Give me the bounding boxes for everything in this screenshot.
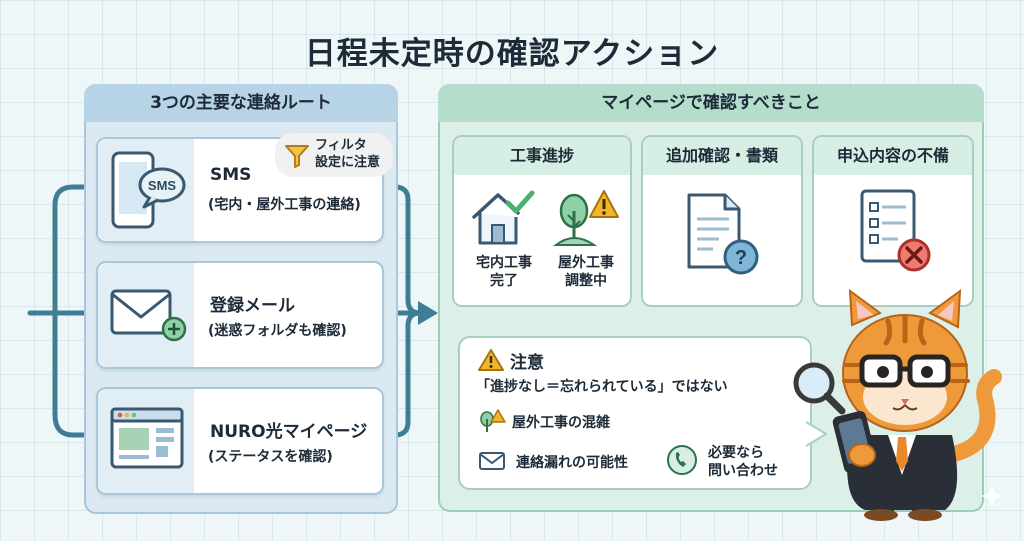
progress-card-heading: 工事進捗 bbox=[454, 137, 630, 175]
caution-note-card: 注意 「進捗なし＝忘れられている」ではない 屋外工事の混雑 連絡漏れの可能性 必… bbox=[458, 336, 812, 490]
route-card-email: 登録メール (迷惑フォルダも確認) bbox=[96, 261, 384, 369]
progress-outdoor-line2: 調整中 bbox=[565, 273, 607, 289]
route-mypage-label: NURO光マイページ bbox=[210, 422, 368, 442]
route-card-mypage: NURO光マイページ (ステータスを確認) bbox=[96, 387, 384, 495]
route-email-label: 登録メール bbox=[210, 296, 295, 316]
funnel-icon bbox=[285, 145, 309, 168]
note-pointer bbox=[806, 421, 827, 447]
cat-mascot-illustration bbox=[793, 288, 1003, 521]
envelope-icon bbox=[479, 452, 505, 470]
page-title: 日程未定時の確認アクション bbox=[304, 36, 720, 72]
filter-note-line2: 設定に注意 bbox=[315, 155, 381, 170]
mypage-check-heading: マイページで確認すべきこと bbox=[438, 84, 984, 122]
documents-card-heading: 追加確認・書類 bbox=[643, 137, 801, 175]
progress-indoor-line2: 完了 bbox=[490, 273, 518, 289]
caution-item-outdoor-congestion: 屋外工事の混雑 bbox=[512, 415, 610, 431]
caution-quote: 「進捗なし＝忘れられている」ではない bbox=[476, 379, 728, 395]
progress-card: 工事進捗 宅内工事 完了 屋外工事 調整中 bbox=[452, 135, 632, 307]
filter-note-bubble: フィルタ 設定に注意 bbox=[275, 133, 393, 177]
progress-indoor-line1: 宅内工事 bbox=[476, 255, 532, 271]
question-mark: ? bbox=[735, 247, 747, 269]
phone-icon bbox=[667, 445, 697, 475]
application-error-card-heading: 申込内容の不備 bbox=[814, 137, 972, 175]
caution-item-contact-line2: 問い合わせ bbox=[708, 463, 778, 479]
smartphone-sms-icon: SMS bbox=[111, 151, 186, 229]
warning-icon bbox=[478, 349, 504, 371]
checklist-error-icon bbox=[860, 189, 931, 272]
sms-bubble-label: SMS bbox=[148, 178, 177, 193]
document-question-icon: ? bbox=[687, 193, 759, 275]
browser-window-icon bbox=[110, 407, 184, 469]
house-check-icon bbox=[472, 190, 535, 245]
route-sms-label: SMS bbox=[210, 165, 252, 185]
tree-warning-icon bbox=[553, 190, 619, 246]
route-mypage-sublabel: (ステータスを確認) bbox=[208, 449, 333, 465]
application-error-card: 申込内容の不備 bbox=[812, 135, 974, 307]
caution-heading: 注意 bbox=[510, 353, 544, 373]
filter-note-line1: フィルタ bbox=[315, 138, 367, 153]
documents-card: 追加確認・書類 ? bbox=[641, 135, 803, 307]
tree-warning-icon bbox=[480, 409, 506, 432]
envelope-plus-icon bbox=[110, 289, 187, 342]
progress-outdoor-line1: 屋外工事 bbox=[558, 255, 614, 271]
caution-item-contact-line1: 必要なら bbox=[708, 445, 764, 461]
contact-routes-heading: 3つの主要な連絡ルート bbox=[84, 84, 398, 122]
route-email-sublabel: (迷惑フォルダも確認) bbox=[208, 323, 347, 339]
caution-item-missed-contact: 連絡漏れの可能性 bbox=[516, 455, 628, 471]
route-sms-sublabel: (宅内・屋外工事の連絡) bbox=[208, 197, 361, 213]
